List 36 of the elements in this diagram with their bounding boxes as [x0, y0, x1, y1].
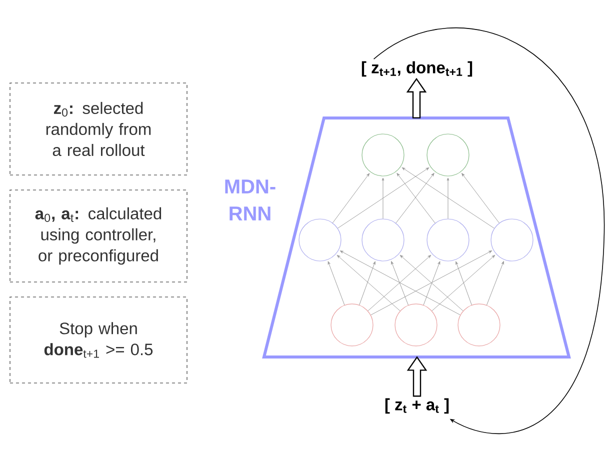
neuron-circle: [298, 218, 342, 262]
connection-arrow: [340, 250, 460, 316]
connection-arrow: [359, 261, 376, 306]
network-label: MDN-RNN: [225, 180, 276, 220]
note-box: z$_{0}$: selected randomly from a real rollout: [10, 82, 188, 176]
connection-arrow: [400, 255, 464, 312]
neuron-circle: [426, 134, 470, 176]
connection-arrow: [338, 167, 430, 228]
connection-arrow: [462, 173, 500, 224]
connection-arrow: [370, 250, 492, 316]
neuron-circle: [362, 218, 404, 262]
block-arrow: [406, 356, 428, 397]
connection-arrow: [382, 178, 384, 219]
note-box: Stop when done$_{t+1}$ >= 0.5: [10, 296, 188, 384]
connection-arrow: [332, 173, 370, 224]
vector-label: [ z$_{t+1}$, done$_{t+1}$ ]: [362, 61, 472, 77]
block-arrow: [406, 78, 427, 118]
feedback-arrow: [373, 28, 604, 434]
connection-arrow: [328, 261, 345, 306]
vector-label: [ z$_{t}$ + a$_{t}$ ]: [385, 398, 449, 414]
neuron-circle: [490, 218, 534, 262]
connection-arrow: [368, 255, 432, 312]
connection-arrow: [336, 255, 400, 312]
connection-arrow: [432, 255, 496, 312]
neuron-circle: [394, 304, 438, 346]
neuron-circle: [362, 134, 404, 176]
connection-arrow: [402, 167, 494, 229]
note-box: a$_{0}$, a$_{t}$: calculated using controller, or preconfigured: [10, 190, 188, 282]
connection-arrow: [486, 261, 504, 306]
neuron-circle: [426, 218, 470, 262]
neuron-circle: [330, 304, 374, 346]
connection-arrow: [446, 178, 450, 219]
neuron-circle: [458, 304, 500, 346]
connection-arrow: [391, 261, 409, 306]
connection-arrow: [456, 261, 472, 306]
connection-arrow: [423, 261, 440, 306]
